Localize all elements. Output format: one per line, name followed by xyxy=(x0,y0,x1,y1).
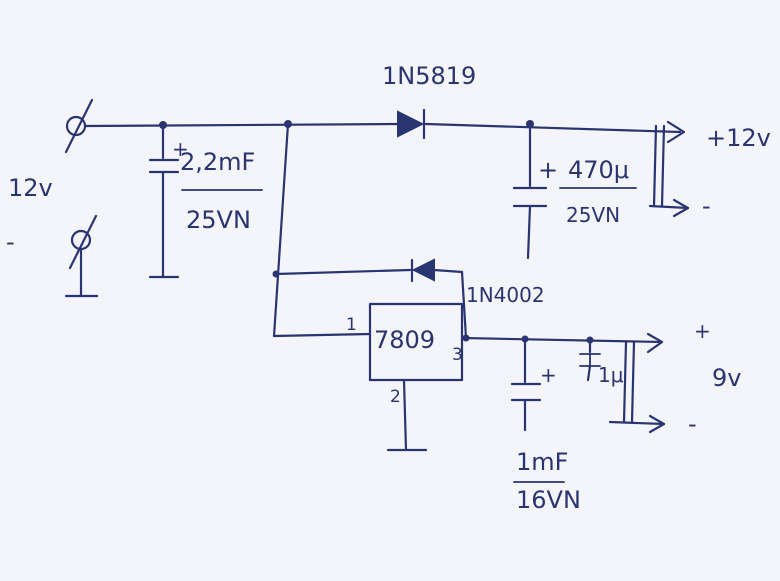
regulator-feed-wire xyxy=(272,122,290,338)
bypass-loop-wire xyxy=(274,268,412,276)
output9-cap-rating: 16VN xyxy=(516,486,581,514)
small-capacitor xyxy=(579,338,601,382)
diode-1n4002 xyxy=(410,258,468,340)
output12-cap-value: 470μ xyxy=(568,156,629,184)
regulator-7809 xyxy=(368,302,464,452)
diode-1n4002-label: 1N4002 xyxy=(466,283,545,307)
regulator-pin-gnd: 2 xyxy=(390,387,401,407)
small-cap-value: 1μ xyxy=(598,363,624,387)
output-9v-plus-label: + xyxy=(694,319,711,343)
output-9v-minus-label: - xyxy=(688,410,697,438)
input-minus-label: - xyxy=(6,228,15,256)
output-12v-capacitor xyxy=(512,122,548,260)
output-12v-plus-label: +12v xyxy=(706,124,771,152)
output-9v-voltage-label: 9v xyxy=(712,364,741,392)
output12-cap-polarity: + xyxy=(538,156,558,184)
regulator-input-wire xyxy=(272,332,372,338)
regulator-part-label: 7809 xyxy=(374,326,435,354)
output-9v-capacitor xyxy=(510,337,542,432)
output-12v-connector xyxy=(648,120,690,218)
input-cap-rating: 25VN xyxy=(186,206,251,234)
output9-cap-value: 1mF xyxy=(516,448,568,476)
output9-cap-polarity: + xyxy=(540,363,557,387)
output-9v-connector xyxy=(608,332,666,434)
diode-1n5819-label: 1N5819 xyxy=(382,62,476,90)
top-rail-wire xyxy=(84,122,400,128)
input-terminal-negative xyxy=(64,214,99,298)
output12-cap-rating: 25VN xyxy=(566,203,620,227)
junction-dot xyxy=(462,334,470,342)
input-cap-polarity: + xyxy=(172,137,189,161)
output-9v-rail xyxy=(460,336,664,344)
top-rail-wire-right xyxy=(424,122,682,134)
junction-dot xyxy=(272,270,280,278)
input-voltage-label: 12v xyxy=(8,174,53,202)
output-12v-minus-label: - xyxy=(702,192,711,220)
input-cap-value: 2,2mF xyxy=(180,148,255,176)
diode-1n5819 xyxy=(397,108,426,140)
regulator-pin-in: 1 xyxy=(346,315,357,335)
regulator-pin-out: 3 xyxy=(452,345,463,365)
input-capacitor xyxy=(148,123,180,279)
